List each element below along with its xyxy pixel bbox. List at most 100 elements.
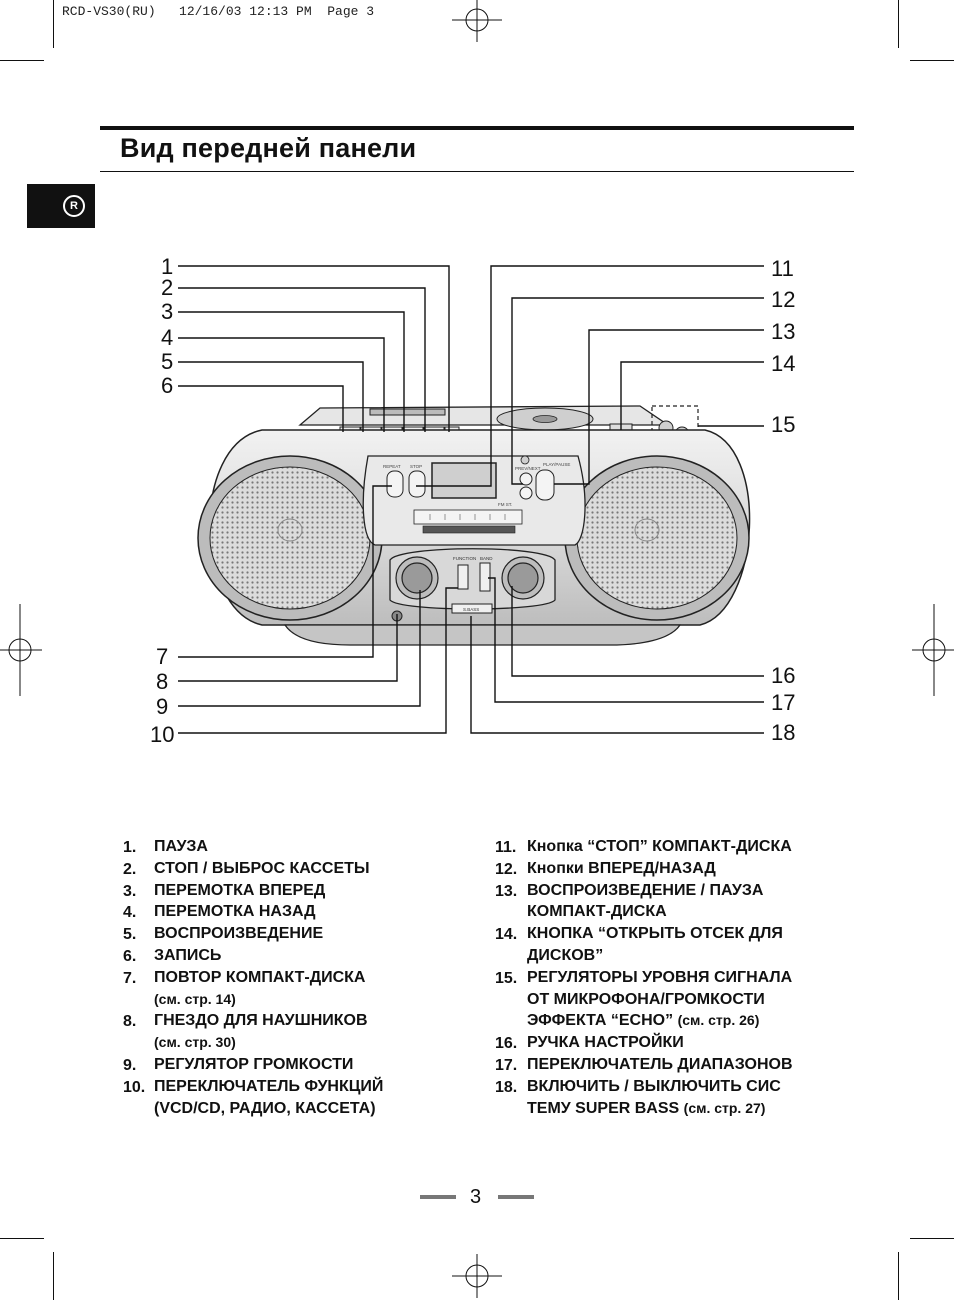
callout-14: 14 [771, 351, 796, 376]
list-item: 13. ВОСПРОИЗВЕДЕНИЕ / ПАУЗА КОМПАКТ-ДИСК… [495, 880, 845, 924]
list-item: 15. РЕГУЛЯТОРЫ УРОВНЯ СИГНАЛА ОТ МИКРОФО… [495, 967, 845, 1032]
cd-stop-button [408, 470, 426, 498]
title-rule-top [100, 126, 854, 130]
list-item-text: ВОСПРОИЗВЕДЕНИЕ / ПАУЗА [527, 881, 764, 899]
list-item-text: ПЕРЕМОТКА НАЗАД [154, 903, 316, 921]
crop-mark [0, 60, 44, 61]
leader-lines [178, 265, 764, 734]
crop-mark [0, 1238, 44, 1239]
list-item: 8. ГНЕЗДО ДЛЯ НАУШНИКОВ (см. стр. 30) [123, 1010, 443, 1054]
device-label-repeat: REPEAT [383, 464, 401, 469]
crop-mark [898, 0, 899, 48]
list-item: 16. РУЧКА НАСТРОЙКИ [495, 1032, 845, 1054]
list-item: 9. РЕГУЛЯТОР ГРОМКОСТИ [123, 1054, 443, 1076]
list-item-text: КНОПКА “ОТКРЫТЬ ОТСЕК ДЛЯ [527, 925, 783, 943]
tuning-knob [507, 562, 539, 594]
device-label-fm-st: FM ST. [498, 502, 512, 507]
crop-mark [910, 60, 954, 61]
list-item-text: РУЧКА НАСТРОЙКИ [527, 1034, 684, 1052]
indicator-led [520, 455, 530, 465]
list-item: 6. ЗАПИСЬ [123, 945, 443, 967]
list-item-text-line: ЭФФЕКТА “ECHO” [527, 1012, 674, 1030]
band-switch [479, 562, 491, 592]
page-number-bar-left [420, 1195, 456, 1199]
list-item-number: 13. [495, 882, 518, 900]
list-item-number: 2. [123, 860, 137, 878]
device-label-stop: STOP [410, 464, 422, 469]
list-item-text: РЕГУЛЯТОР ГРОМКОСТИ [154, 1055, 354, 1073]
device-label-band: BAND [480, 556, 493, 561]
list-item-text: ПЕРЕКЛЮЧАТЕЛЬ ФУНКЦИЙ [154, 1077, 384, 1095]
callout-7: 7 [156, 644, 169, 669]
print-header: RCD-VS30(RU) 12/16/03 12:13 PM Page 3 [62, 4, 375, 19]
callout-8: 8 [156, 669, 169, 694]
list-item: 7. ПОВТОР КОМПАКТ-ДИСКА (см. стр. 14) [123, 967, 443, 1011]
callout-16: 16 [771, 663, 796, 688]
list-item: 12. Кнопки ВПЕРЕД/НАЗАД [495, 858, 845, 880]
list-item: 4. ПЕРЕМОТКА НАЗАД [123, 901, 443, 923]
list-item-number: 11. [495, 839, 517, 856]
list-item: 11. Кнопка “СТОП” КОМПАКТ-ДИСКА [495, 836, 845, 858]
tuning-scale-ticks [429, 514, 506, 520]
list-item-text: ЗАПИСЬ [154, 946, 222, 964]
list-item: 1. ПАУЗА [123, 836, 443, 858]
title-rule-bottom [100, 171, 854, 172]
list-item: 18. ВКЛЮЧИТЬ / ВЫКЛЮЧИТЬ СИС ТЕМУ SUPER … [495, 1076, 845, 1120]
list-item-number: 8. [123, 1013, 137, 1031]
list-item-number: 7. [123, 969, 137, 987]
list-item-text-continued: КОМПАКТ-ДИСКА [527, 903, 667, 921]
cassette-slot [369, 408, 446, 416]
callout-4: 4 [161, 325, 174, 350]
callout-13: 13 [771, 319, 796, 344]
page-number-bar-right [498, 1195, 534, 1199]
tuning-pointer-bar [422, 525, 516, 534]
callout-5: 5 [161, 349, 174, 374]
list-item-text: Кнопки ВПЕРЕД/НАЗАД [527, 859, 716, 877]
lcd-display [431, 462, 497, 499]
device-label-bass: S.BASS [463, 607, 479, 612]
list-item-text: ПОВТОР КОМПАКТ-ДИСКА [154, 968, 366, 986]
list-item-text-continued: ТЕМУ SUPER BASS (см. стр. 27) [527, 1098, 845, 1120]
play-pause-button [535, 469, 555, 501]
list-item-number: 10. [123, 1078, 146, 1096]
bass-button [451, 603, 493, 614]
callout-11: 11 [771, 256, 794, 281]
list-item-text: ВКЛЮЧИТЬ / ВЫКЛЮЧИТЬ СИС [527, 1077, 781, 1095]
list-item: 14. КНОПКА “ОТКРЫТЬ ОТСЕК ДЛЯ ДИСКОВ” [495, 923, 845, 967]
device-label-play-pause: PLAY/PAUSE [543, 462, 570, 467]
callout-17: 17 [771, 690, 796, 715]
list-item-number: 16. [495, 1035, 518, 1053]
list-item-number: 5. [123, 926, 137, 944]
tuning-scale [413, 509, 523, 525]
device-label-function: FUNCTION [453, 556, 476, 561]
prev-button [519, 472, 533, 486]
function-switch [457, 564, 469, 590]
list-item-page-ref: (см. стр. 14) [154, 990, 236, 1007]
list-item-text: ПЕРЕКЛЮЧАТЕЛЬ ДИАПАЗОНОВ [527, 1055, 793, 1073]
list-item-text-continued: (VCD/CD, РАДИО, КАССЕТА) [154, 1099, 376, 1117]
cd-spindle [532, 415, 558, 423]
list-item-text: ПАУЗА [154, 838, 208, 855]
legend-list-left: 1. ПАУЗА 2. СТОП / ВЫБРОС КАССЕТЫ 3. ПЕР… [123, 836, 443, 1119]
list-item-number: 4. [123, 904, 137, 922]
language-tab-label: R [63, 195, 85, 217]
callout-1: 1 [161, 254, 174, 279]
list-item-text-line: ТЕМУ SUPER BASS [527, 1099, 680, 1117]
list-item-number: 12. [495, 860, 518, 878]
list-item-number: 15. [495, 969, 518, 987]
list-item-text-continued: ДИСКОВ” [527, 946, 604, 964]
list-item-text: РЕГУЛЯТОРЫ УРОВНЯ СИГНАЛА [527, 968, 793, 986]
volume-knob [401, 562, 433, 594]
callout-2: 2 [161, 275, 174, 300]
legend-list-right: 11. Кнопка “СТОП” КОМПАКТ-ДИСКА 12. Кноп… [495, 836, 845, 1119]
device-label-prev-next: PREV/NEXT [515, 466, 541, 471]
right-speaker-grille [576, 466, 738, 610]
list-item-text: ВОСПРОИЗВЕДЕНИЕ [154, 925, 324, 943]
next-button [519, 486, 533, 500]
crop-mark [910, 1238, 954, 1239]
left-speaker-center [277, 518, 303, 542]
list-item-number: 17. [495, 1056, 518, 1074]
list-item-page-ref: (см. стр. 27) [683, 1099, 766, 1116]
